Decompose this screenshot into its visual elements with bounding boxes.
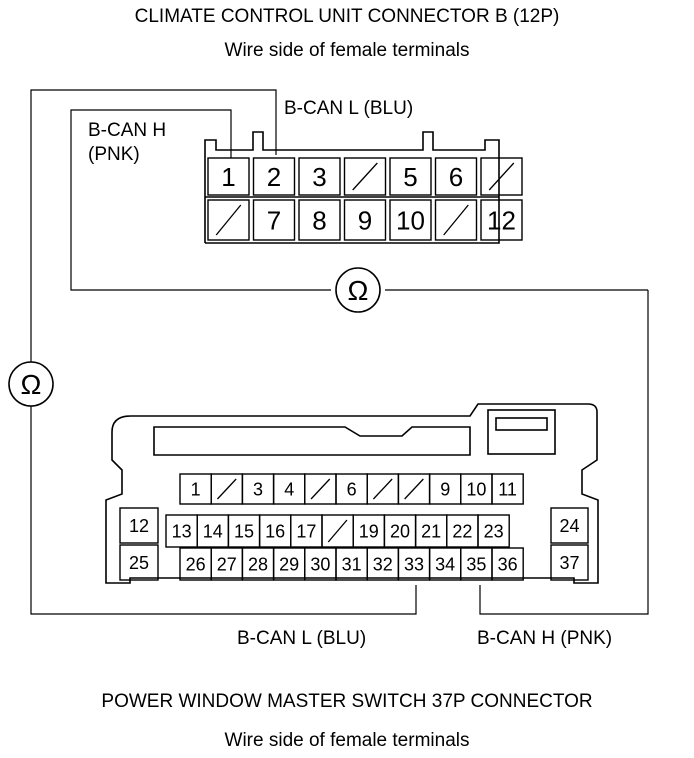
- connector-b-subtitle: Wire side of female terminals: [224, 40, 470, 61]
- terminal-number: 31: [342, 554, 362, 574]
- terminal-number: 28: [248, 554, 268, 574]
- b-can-h-top-color: (PNK): [88, 144, 140, 165]
- connector-b-housing: [204, 131, 500, 244]
- terminal-number: 4: [284, 479, 294, 499]
- terminal-number: 22: [452, 521, 472, 541]
- terminal-number: 1: [191, 479, 201, 499]
- ohmmeter-left: Ω: [8, 361, 54, 407]
- terminal-cell: [480, 199, 523, 241]
- master-switch-title: POWER WINDOW MASTER SWITCH 37P CONNECTOR: [101, 691, 593, 712]
- terminal-cell: [389, 199, 432, 241]
- terminal-number: 12: [487, 205, 516, 235]
- terminal-number: 12: [129, 516, 149, 536]
- terminal-cell: [119, 507, 159, 544]
- terminal-cell: [491, 473, 524, 505]
- terminal-cell: [298, 199, 341, 241]
- connector-b-title: CLIMATE CONTROL UNIT CONNECTOR B (12P): [134, 6, 560, 27]
- wire-can-l-upper: [30, 89, 277, 362]
- terminal-number: 29: [279, 554, 299, 574]
- terminal-number: 13: [172, 521, 192, 541]
- b-can-h-bottom-label: B-CAN H (PNK): [477, 628, 613, 649]
- terminal-number: 34: [435, 554, 455, 574]
- terminal-number: 25: [129, 553, 149, 573]
- terminal-cell: [207, 157, 250, 196]
- terminal-number: 23: [484, 521, 504, 541]
- terminal-cell: [298, 157, 341, 196]
- b-can-l-bottom-label: B-CAN L (BLU): [237, 628, 367, 649]
- terminal-number: 16: [265, 521, 285, 541]
- ohm-symbol-left: Ω: [21, 369, 42, 400]
- terminal-number: 15: [234, 521, 254, 541]
- terminal-number: 11: [498, 479, 517, 499]
- terminal-number: 17: [296, 521, 316, 541]
- terminal-cell: [252, 157, 296, 196]
- wires: [30, 89, 649, 615]
- wire-can-h-lower: [479, 290, 649, 615]
- terminal-number: 9: [358, 205, 372, 235]
- terminal-number: 10: [396, 205, 425, 235]
- unused-terminal-slash: [443, 204, 469, 236]
- terminal-number: 21: [421, 521, 441, 541]
- unused-terminal-slash: [327, 519, 348, 543]
- terminal-number: 3: [312, 162, 326, 192]
- terminal-cell: [491, 547, 524, 581]
- terminal-number: 26: [186, 554, 206, 574]
- terminal-number: 10: [466, 479, 486, 499]
- terminal-number: 36: [498, 554, 518, 574]
- terminal-number: 35: [466, 554, 486, 574]
- ohmmeter-right: Ω: [335, 267, 381, 313]
- b-can-l-top-label: B-CAN L (BLU): [284, 98, 414, 119]
- terminal-number: 30: [310, 554, 330, 574]
- terminal-number: 6: [347, 479, 357, 499]
- connector-37p-housing: [105, 403, 599, 584]
- terminal-cell: [434, 157, 478, 196]
- unused-terminal-slash: [404, 478, 424, 500]
- terminal-number: 27: [217, 554, 237, 574]
- terminal-number: 33: [404, 554, 424, 574]
- terminal-cell: [480, 157, 523, 196]
- terminal-cell: [207, 199, 250, 241]
- wire-can-l-lower: [30, 406, 417, 615]
- terminal-cell: [389, 157, 432, 196]
- terminal-cell: [550, 507, 589, 544]
- terminal-cell: [343, 199, 387, 241]
- terminal-number: 6: [449, 162, 463, 192]
- terminal-number: 8: [312, 205, 326, 235]
- terminal-number: 24: [559, 516, 579, 536]
- terminal-cell: [252, 199, 296, 241]
- unused-terminal-slash: [310, 478, 331, 500]
- unused-terminal-slash: [372, 478, 393, 500]
- master-switch-subtitle: Wire side of female terminals: [224, 730, 470, 751]
- unused-terminal-slash: [216, 478, 237, 500]
- terminal-cell: [119, 544, 159, 581]
- terminal-number: 19: [359, 521, 379, 541]
- b-can-h-top-label: B-CAN H: [88, 120, 167, 141]
- unused-terminal-slash: [352, 162, 378, 191]
- unused-terminal-slash: [215, 204, 242, 236]
- terminal-number: 2: [267, 162, 281, 192]
- terminal-number: 37: [559, 553, 579, 573]
- terminal-number: 3: [253, 479, 263, 499]
- terminal-number: 9: [440, 479, 450, 499]
- terminal-cell: [550, 544, 589, 581]
- unused-terminal-slash: [488, 162, 515, 191]
- terminal-number: 5: [403, 162, 417, 192]
- terminal-number: 1: [221, 162, 235, 192]
- terminal-cell: [434, 199, 478, 241]
- terminal-number: 7: [267, 205, 281, 235]
- terminal-number: 32: [373, 554, 393, 574]
- terminal-number: 14: [203, 521, 223, 541]
- ohm-symbol-right: Ω: [348, 275, 369, 306]
- terminal-number: 20: [390, 521, 410, 541]
- wire-can-h-upper: [70, 109, 331, 291]
- terminal-cell: [477, 514, 510, 548]
- terminal-cell: [343, 157, 387, 196]
